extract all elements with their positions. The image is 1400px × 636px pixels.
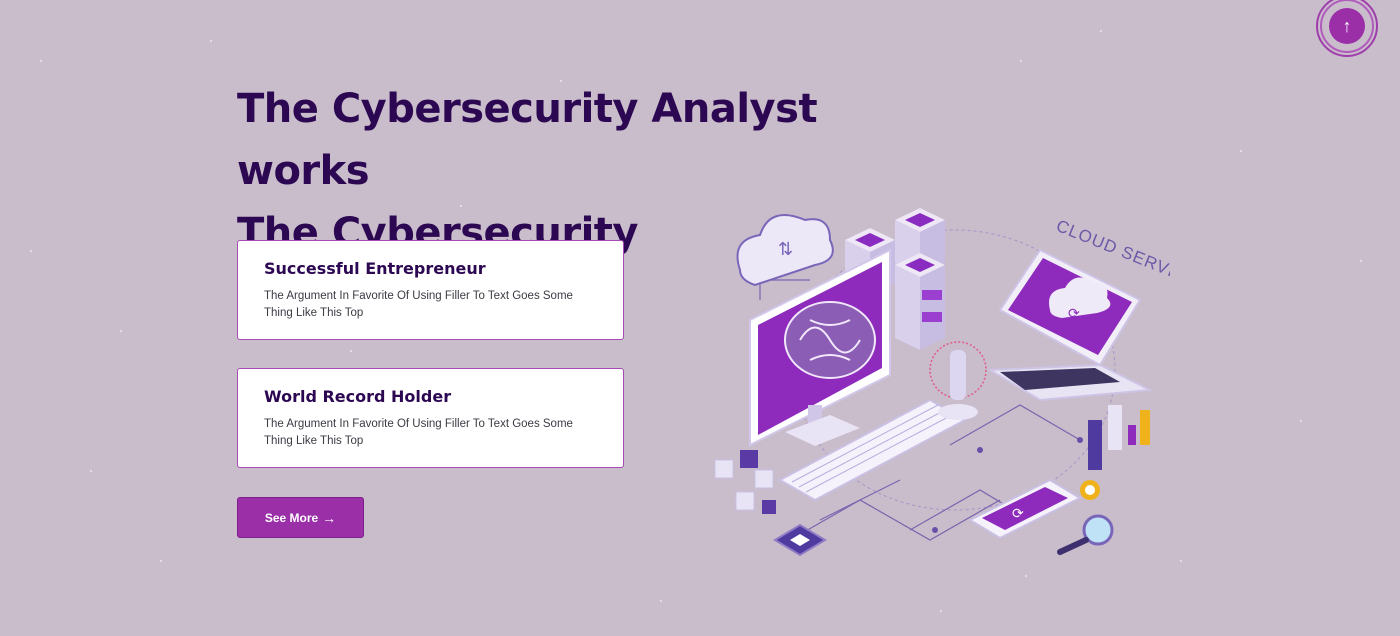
feature-card-entrepreneur: Successful Entrepreneur The Argument In …	[237, 240, 624, 340]
see-more-label: See More	[264, 510, 319, 525]
scroll-to-top-button[interactable]: ↑	[1316, 0, 1378, 57]
card-text: The Argument In Favorite Of Using Filler…	[264, 418, 573, 447]
card-title: World Record Holder	[264, 387, 452, 406]
feature-card-record-holder: World Record Holder The Argument In Favo…	[237, 368, 624, 468]
cybersecurity-illustration: ⇅ ⟳ ⟳	[714, 208, 1170, 557]
hero-title-line1: The Cybersecurity Analyst works	[237, 86, 818, 194]
svg-text:⇅: ⇅	[778, 239, 793, 260]
see-more-button[interactable]: See More →	[237, 497, 364, 538]
arrow-right-icon: →	[322, 509, 337, 526]
svg-text:⟳: ⟳	[1068, 306, 1080, 322]
arrow-up-icon: ↑	[1329, 8, 1365, 44]
svg-text:⟳: ⟳	[1012, 506, 1024, 522]
card-text: The Argument In Favorite Of Using Filler…	[264, 290, 573, 319]
card-title: Successful Entrepreneur	[264, 259, 486, 278]
